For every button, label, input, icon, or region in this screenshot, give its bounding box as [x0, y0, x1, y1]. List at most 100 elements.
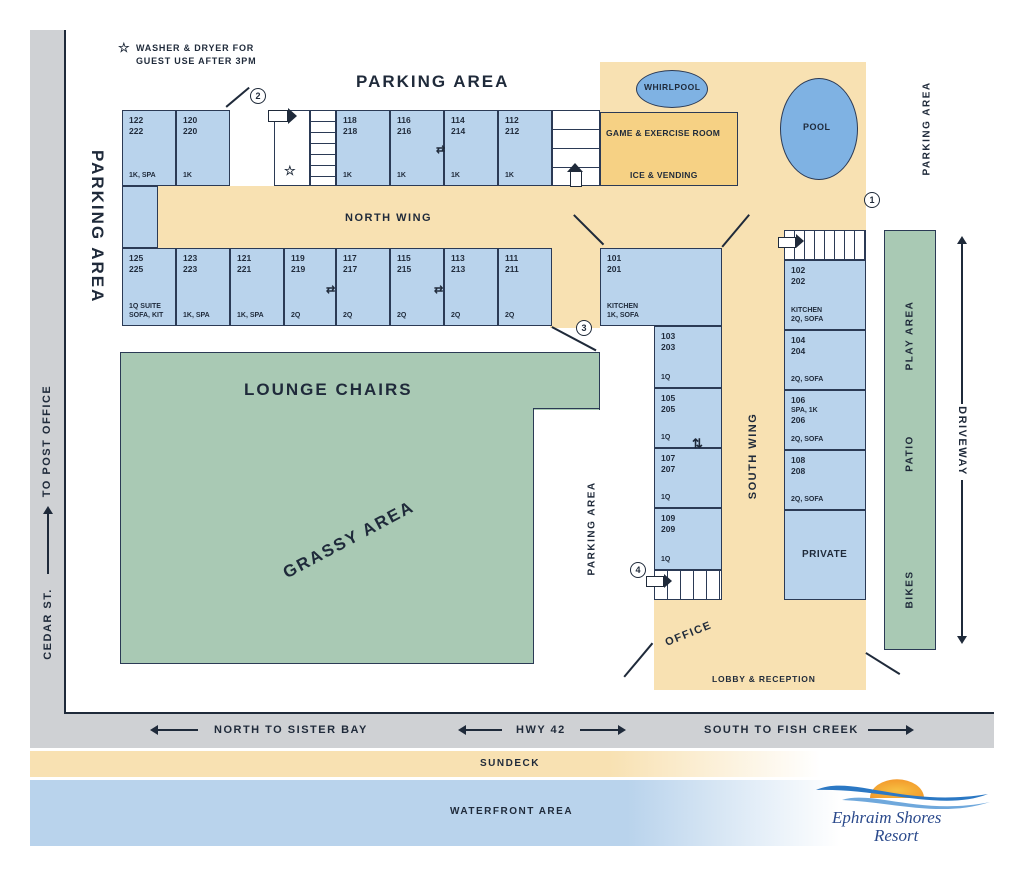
- lounge-label: LOUNGE CHAIRS: [244, 380, 413, 399]
- room-116[interactable]: [390, 110, 444, 186]
- room-104[interactable]: [784, 330, 866, 390]
- south-road-label: SOUTH TO FISH CREEK: [704, 724, 859, 736]
- hwy-label: HWY 42: [516, 724, 566, 736]
- waterfront: [30, 780, 994, 846]
- room-122[interactable]: [122, 110, 176, 186]
- road-edge: [64, 30, 66, 714]
- divider-line: [865, 652, 901, 675]
- east-deck: [720, 186, 784, 626]
- private-label: PRIVATE: [802, 549, 848, 560]
- lobby-label: LOBBY & RECEPTION: [712, 674, 816, 684]
- arrow-right-icon: [580, 729, 620, 731]
- parking-left-label: PARKING AREA: [88, 150, 107, 304]
- logo-name: Ephraim Shores: [832, 808, 942, 827]
- grass-fill: [121, 402, 533, 410]
- road-edge: [64, 712, 994, 714]
- room-109[interactable]: [654, 508, 722, 570]
- parking-top-label: PARKING AREA: [356, 72, 510, 91]
- double-arrow-icon: ⇄: [436, 144, 446, 156]
- stair-arrow-icon: [796, 234, 804, 248]
- game-room: [600, 112, 738, 186]
- stair-arrow-icon: [268, 110, 288, 122]
- arrow-right-icon: [868, 729, 908, 731]
- up-arrow-icon: [567, 163, 583, 172]
- stair-arrow-icon: [778, 237, 796, 248]
- room-123[interactable]: [176, 248, 230, 326]
- sundeck-label: SUNDECK: [480, 758, 540, 769]
- double-arrow-icon: ⇄: [434, 284, 444, 296]
- room-103[interactable]: [654, 326, 722, 388]
- driveway-arrow-up-icon: [957, 236, 967, 244]
- updown-arrow-icon: ⇅: [692, 436, 703, 451]
- room-113[interactable]: [444, 248, 498, 326]
- room-120[interactable]: [176, 110, 230, 186]
- room-112[interactable]: [498, 110, 552, 186]
- stair-arrow-icon: [288, 108, 297, 124]
- room-111[interactable]: [498, 248, 552, 326]
- sundeck: [30, 751, 994, 777]
- patio-label: PATIO: [904, 435, 916, 472]
- parking-center-label: PARKING AREA: [586, 481, 598, 576]
- north-wing-walkway: [156, 186, 776, 248]
- room-117[interactable]: [336, 248, 390, 326]
- star-icon: ☆: [284, 163, 296, 178]
- resort-logo: [812, 768, 992, 818]
- marker-4: 4: [630, 562, 646, 578]
- whirlpool: [636, 70, 708, 108]
- room-106[interactable]: [784, 390, 866, 450]
- pool-label: POOL: [803, 122, 831, 132]
- divider-line: [623, 642, 653, 678]
- marker-line: [225, 86, 250, 108]
- lounge-area: [120, 352, 600, 410]
- arrow-right-icon: [618, 725, 626, 735]
- room-114[interactable]: [444, 110, 498, 186]
- marker-1: 1: [864, 192, 880, 208]
- room-108[interactable]: [784, 450, 866, 510]
- driveway-arrow-down-icon: [961, 480, 963, 638]
- room-119[interactable]: [284, 248, 336, 326]
- room-102[interactable]: [784, 260, 866, 330]
- up-arrow-icon: [570, 172, 582, 187]
- marker-2: 2: [250, 88, 266, 104]
- room-105[interactable]: [654, 388, 722, 448]
- room-125[interactable]: [122, 248, 176, 326]
- parking-right-label: PARKING AREA: [921, 81, 933, 176]
- marker-3: 3: [576, 320, 592, 336]
- stair-arrow-icon: [664, 574, 672, 588]
- cedar-label: CEDAR ST.: [42, 588, 54, 660]
- south-deck: [720, 600, 866, 630]
- laundry-note-line2: GUEST USE AFTER 3PM: [136, 56, 257, 66]
- room-118[interactable]: [336, 110, 390, 186]
- room-121[interactable]: [230, 248, 284, 326]
- room-107[interactable]: [654, 448, 722, 508]
- post-office-label: TO POST OFFICE: [41, 384, 53, 498]
- east-deck-2: [780, 186, 866, 230]
- room-115[interactable]: [390, 248, 444, 326]
- private-room: [784, 510, 866, 600]
- arrow-left-icon: [458, 725, 466, 735]
- arrow-right-icon: [906, 725, 914, 735]
- arrow-left-icon: [152, 729, 198, 731]
- room-101[interactable]: [600, 248, 722, 326]
- whirlpool-label: WHIRLPOOL: [644, 82, 701, 92]
- arrow-up-icon: [43, 506, 53, 514]
- grassy-area: [120, 408, 534, 664]
